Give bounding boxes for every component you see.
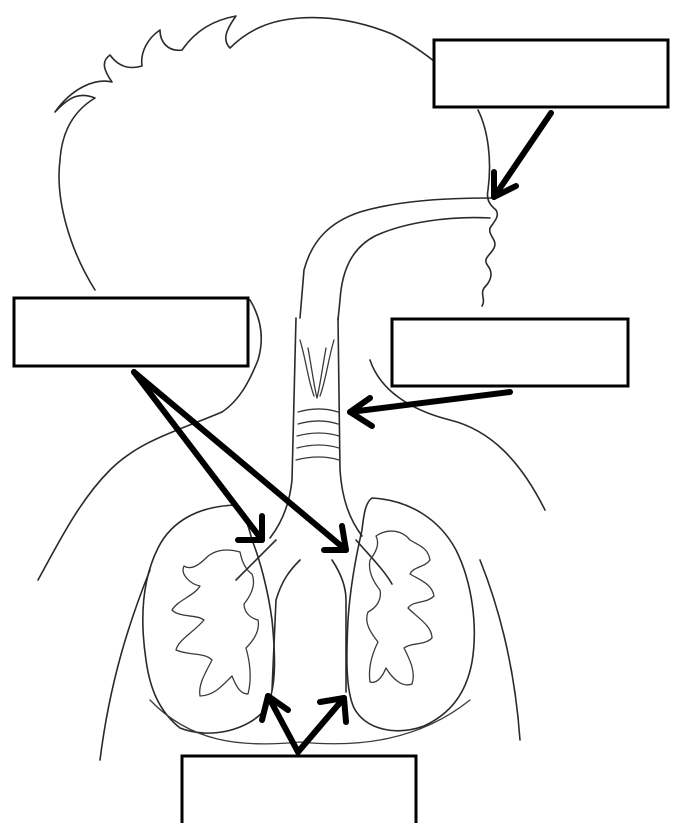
trachea-right-wall xyxy=(338,318,362,536)
label-box-trachea[interactable] xyxy=(392,319,628,386)
torso-left xyxy=(100,570,150,760)
left-lung-bronchioles xyxy=(172,550,258,696)
head-outline xyxy=(55,16,440,290)
arrows-to-bronchi xyxy=(134,372,346,550)
torso-right xyxy=(480,560,520,740)
nasal-cavity-lower xyxy=(338,218,490,320)
label-box-nose[interactable] xyxy=(434,40,668,107)
label-box-bronchi[interactable] xyxy=(14,298,248,366)
trachea-rings xyxy=(296,409,339,460)
shoulder-left xyxy=(38,412,222,580)
arrow-to-nose xyxy=(494,113,551,197)
larynx xyxy=(300,340,334,398)
face-profile xyxy=(478,110,497,306)
right-lung xyxy=(347,498,474,731)
nasal-cavity-upper xyxy=(300,198,492,318)
left-bronchus xyxy=(236,540,300,690)
arrow-to-trachea xyxy=(350,392,510,426)
right-bronchus xyxy=(332,540,392,692)
right-lung-bronchioles xyxy=(367,531,434,685)
label-box-lungs[interactable] xyxy=(182,756,416,823)
